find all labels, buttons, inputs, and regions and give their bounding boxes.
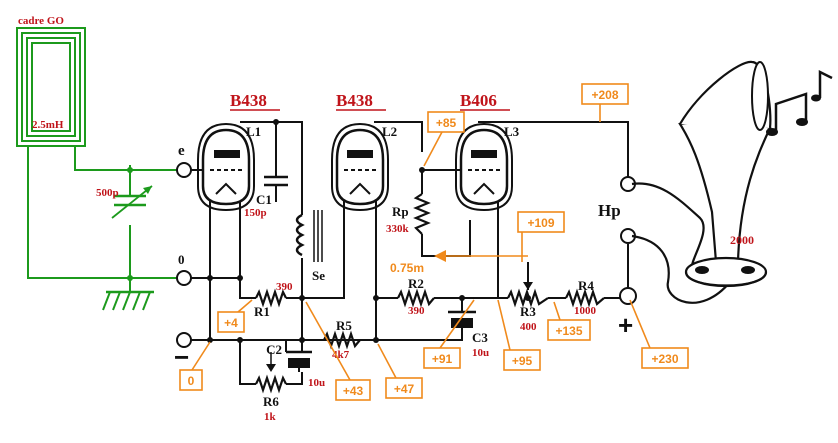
- r3-resistor-icon: [507, 288, 549, 308]
- voltage-47: +47: [394, 382, 415, 396]
- rp-name: Rp: [392, 204, 409, 219]
- tube-1-tag: L1: [246, 124, 261, 139]
- r6-name: R6: [263, 394, 279, 409]
- r5-resistor-icon: [323, 330, 361, 350]
- triode-icon: [455, 122, 513, 212]
- c2-capacitor-icon: [286, 350, 312, 372]
- loop-antenna-icon: [16, 27, 86, 147]
- c2-name: C2: [266, 342, 282, 357]
- r1-resistor-icon: [255, 288, 287, 308]
- voltage-0: 0: [188, 374, 195, 388]
- r2-value: 390: [408, 305, 425, 317]
- supply-plus-label: +: [618, 310, 633, 340]
- input-e-label: e: [178, 143, 185, 159]
- input-terminal-e: [176, 162, 192, 178]
- r5-value: 4k7: [332, 349, 350, 361]
- tube-2-tag: L2: [382, 124, 397, 139]
- variable-capacitor-icon: [111, 185, 153, 219]
- r6-value: 1k: [264, 411, 277, 423]
- tube-3-type: B406: [460, 91, 497, 110]
- r4-name: R4: [578, 278, 594, 293]
- r2-resistor-icon: [397, 288, 435, 308]
- r3-name: R3: [520, 304, 536, 319]
- r5-name: R5: [336, 318, 352, 333]
- r2-name: R2: [408, 276, 424, 291]
- antenna-label: cadre GO: [18, 15, 64, 27]
- voltage-135: +135: [555, 324, 582, 338]
- horn-speaker-icon: [631, 60, 772, 304]
- music-note-icon: [766, 69, 833, 136]
- rp-resistor-icon: [413, 193, 431, 235]
- input-zero-label: 0: [178, 252, 185, 267]
- triode-icon: [197, 122, 255, 212]
- r4-value: 1000: [574, 305, 597, 317]
- r1-value: 390: [276, 281, 293, 293]
- tube-3-tag: L3: [504, 124, 520, 139]
- supply-minus-label: −: [174, 342, 189, 372]
- voltage-208: +208: [591, 88, 618, 102]
- voltage-95: +95: [512, 354, 533, 368]
- speaker-label: Hp: [598, 201, 621, 220]
- antenna-inductance: 2.5mH: [32, 119, 64, 131]
- supply-plus-terminal: [619, 287, 637, 305]
- r1-name: R1: [254, 304, 270, 319]
- voltage-230: +230: [651, 352, 678, 366]
- rp-value: 330k: [386, 223, 410, 235]
- r4-resistor-icon: [565, 288, 605, 308]
- r6-resistor-icon: [255, 374, 287, 394]
- pot-tap-label: 0.75m: [390, 261, 424, 275]
- c2-value: 10u: [308, 377, 325, 389]
- voltage-43: +43: [343, 384, 364, 398]
- se-name: Se: [312, 268, 325, 283]
- voltage-4: +4: [224, 316, 238, 330]
- c3-value: 10u: [472, 347, 489, 359]
- ground-icon: [102, 278, 154, 311]
- c3-name: C3: [472, 330, 488, 345]
- c1-name: C1: [256, 192, 272, 207]
- c1-value: 150p: [244, 207, 267, 219]
- transformer-icon: [295, 210, 323, 262]
- speaker-impedance: 2000: [730, 233, 754, 247]
- voltage-91: +91: [432, 352, 453, 366]
- input-terminal-zero: [176, 270, 192, 286]
- tuning-capacitor-value: 500p: [96, 187, 119, 199]
- r3-value: 400: [520, 321, 537, 333]
- tube-2-type: B438: [336, 91, 373, 110]
- tube-1-type: B438: [230, 91, 267, 110]
- voltage-109: +109: [527, 216, 554, 230]
- triode-icon: [331, 122, 389, 212]
- c3-capacitor-icon: [448, 310, 476, 334]
- voltage-85: +85: [436, 116, 457, 130]
